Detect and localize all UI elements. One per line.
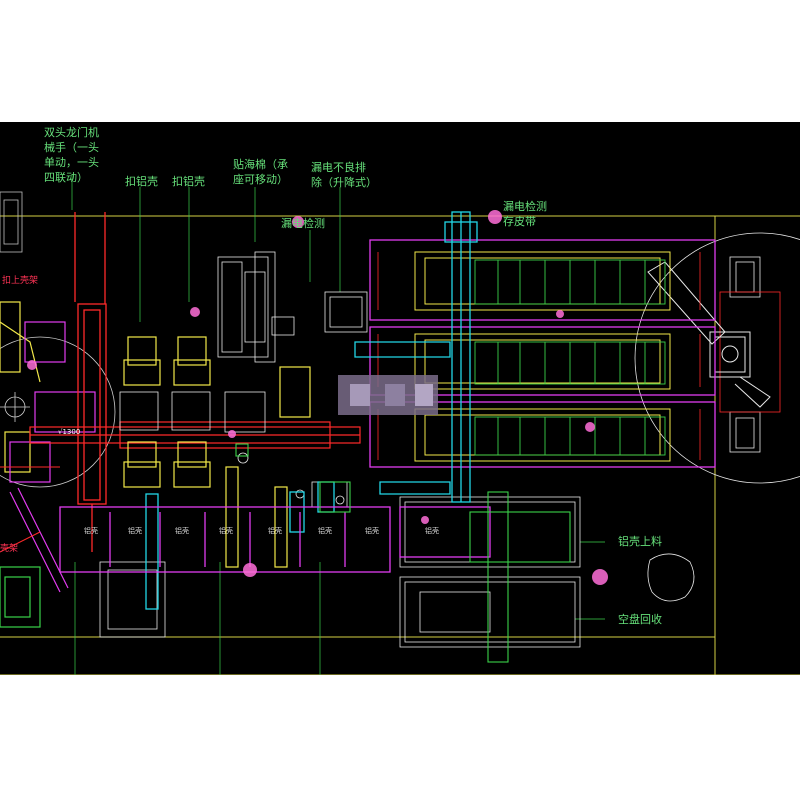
blurred-badge bbox=[338, 375, 438, 415]
green-lower-parts bbox=[235, 443, 571, 663]
left-top-red-label: 扣上壳架 bbox=[2, 276, 39, 286]
leak-test-right-line-1: 漏电检测 bbox=[503, 200, 547, 213]
cotton-label: 贴海棉（承 座可移动） bbox=[233, 157, 288, 187]
cotton-line-2: 座可移动） bbox=[233, 173, 288, 186]
red-transfer-beam bbox=[29, 421, 361, 449]
cotton-line-1: 贴海棉（承 bbox=[233, 158, 288, 171]
left-green-machine bbox=[0, 566, 41, 628]
buckle-stations bbox=[123, 336, 311, 568]
left-top-gray-machine bbox=[0, 191, 23, 253]
leak-reject-line-2: 除（升降式） bbox=[311, 176, 377, 189]
leak-test-right-label: 漏电检测 存皮带 bbox=[503, 199, 547, 229]
station-tag: 铝壳 bbox=[128, 527, 142, 535]
shell-feed-label: 铝壳上料 bbox=[618, 535, 662, 548]
left-yellow-frame bbox=[0, 301, 41, 473]
buckle-label-1: 扣铝壳 bbox=[125, 175, 158, 188]
right-turntable bbox=[634, 232, 800, 484]
leak-test-right-line-2: 存皮带 bbox=[503, 215, 536, 228]
left-magenta-parts bbox=[9, 321, 96, 593]
cad-drawing-canvas: 双头龙门机 械手（一头 单动，一头 四联动） 扣铝壳 扣铝壳 贴海棉（承 座可移… bbox=[0, 122, 800, 675]
buffer-belts-magenta bbox=[369, 239, 716, 468]
station-tag: 铝壳 bbox=[365, 527, 379, 535]
lower-line-magenta bbox=[59, 506, 491, 573]
gantry-label: 双头龙门机 械手（一头 单动，一头 四联动） bbox=[44, 125, 99, 185]
buckle-label-2: 扣铝壳 bbox=[172, 175, 205, 188]
left-turntable bbox=[0, 336, 116, 488]
buffer-belts-yellow bbox=[414, 251, 671, 462]
station-tag: 铝壳 bbox=[84, 527, 98, 535]
station-tag: 铝壳 bbox=[425, 527, 439, 535]
station-tag: 铝壳 bbox=[268, 527, 282, 535]
station-tag: 铝壳 bbox=[219, 527, 233, 535]
left-bottom-red-label: 壳架 bbox=[0, 544, 19, 554]
cad-layout-drawing bbox=[0, 174, 800, 675]
guide-lines bbox=[71, 174, 605, 675]
cyan-vertical-transfer bbox=[145, 211, 478, 610]
buffer-belts-red-rails bbox=[377, 252, 701, 460]
station-tag: 铝壳 bbox=[175, 527, 189, 535]
gantry-line-1: 双头龙门机 bbox=[44, 126, 99, 139]
leak-reject-line-1: 漏电不良排 bbox=[311, 161, 366, 174]
gantry-red-frame bbox=[74, 212, 107, 552]
white-mechanisms bbox=[99, 251, 761, 648]
star-marks bbox=[27, 210, 608, 585]
station-tag: 铝壳 bbox=[318, 527, 332, 535]
leak-test-left-label: 漏电检测 bbox=[281, 217, 325, 230]
buffer-belts-green bbox=[474, 259, 666, 456]
leak-reject-label: 漏电不良排 除（升降式） bbox=[311, 160, 377, 190]
gantry-line-2: 械手（一头 bbox=[44, 141, 99, 154]
gantry-line-4: 四联动） bbox=[44, 171, 88, 184]
dimension-label: √1300 bbox=[58, 428, 81, 436]
gantry-line-3: 单动，一头 bbox=[44, 156, 99, 169]
left-red-line bbox=[0, 466, 60, 553]
tray-return-label: 空盘回收 bbox=[618, 613, 662, 626]
